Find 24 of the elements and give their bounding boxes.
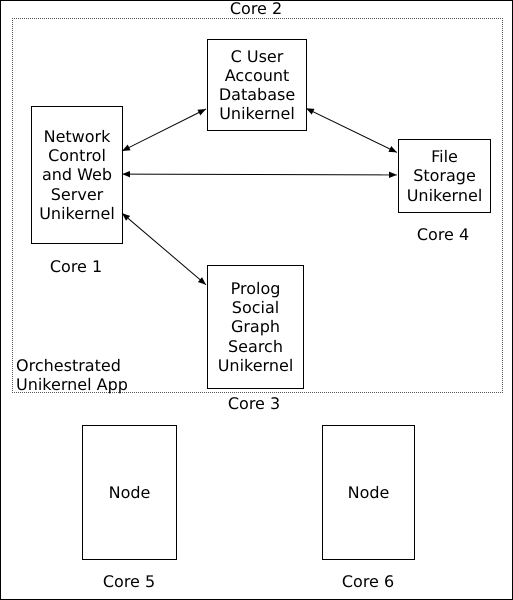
dotted-group-boundary: [12, 18, 503, 393]
box-label: C User Account Database Unikernel: [218, 46, 296, 124]
core-label: Core 3: [228, 395, 280, 413]
process-box: [31, 106, 123, 244]
process-box: [322, 425, 415, 560]
core-label: Core 2: [230, 0, 282, 18]
group-label: Orchestrated Unikernel App: [16, 356, 129, 394]
process-box: [82, 425, 177, 560]
double-arrow: [122, 212, 206, 286]
double-arrow: [122, 108, 206, 152]
core-label: Core 4: [416, 226, 470, 244]
process-box: [207, 265, 304, 389]
process-box: [207, 39, 307, 131]
box-label: Network Control and Web Server Unikernel: [38, 127, 116, 223]
process-box: [398, 139, 491, 213]
box-label: Node: [348, 482, 390, 502]
core-label: Core 5: [102, 573, 156, 591]
box-label: File Storage Unikernel: [406, 147, 484, 205]
box-label: Node: [108, 482, 150, 502]
core-label: Core 1: [50, 258, 102, 276]
double-arrow: [306, 108, 398, 153]
double-arrow: [122, 170, 398, 178]
box-label: Prolog Social Graph Search Unikernel: [216, 279, 294, 375]
core-label: Core 6: [342, 573, 394, 591]
